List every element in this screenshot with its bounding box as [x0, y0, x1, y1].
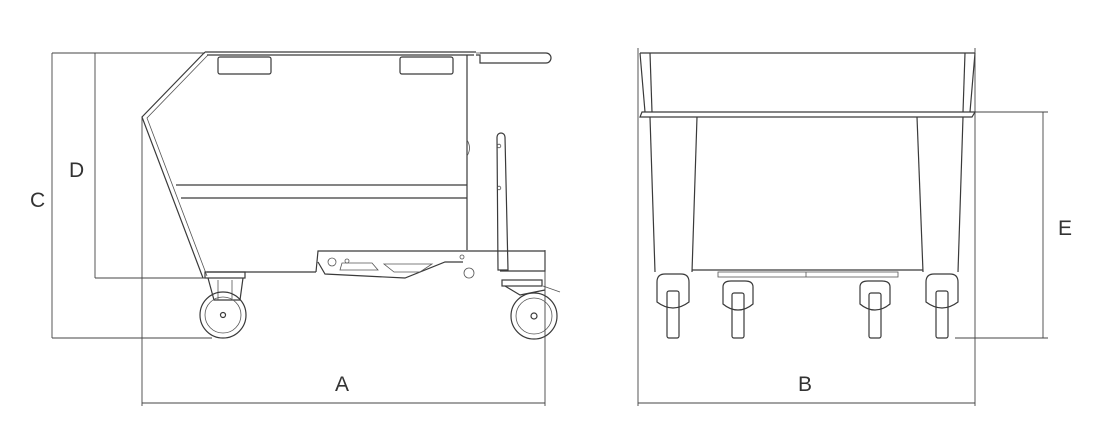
front-bin-top	[639, 52, 977, 118]
front-caster-1	[656, 273, 690, 339]
dimension-label-a: A	[335, 373, 350, 396]
side-windows	[217, 56, 454, 75]
dimension-label-d: D	[69, 159, 85, 182]
front-caster-4	[925, 273, 959, 339]
side-bin-body	[141, 51, 476, 279]
front-bin-body	[649, 116, 964, 278]
push-handle	[476, 52, 552, 64]
dimension-label-b: B	[798, 373, 813, 396]
front-caster-3	[859, 280, 891, 339]
front-caster-2	[722, 280, 754, 339]
front-view	[637, 48, 1048, 406]
side-view	[51, 51, 561, 406]
side-caster-right	[501, 279, 561, 340]
dimension-label-e: E	[1058, 217, 1073, 240]
side-dimension-lines	[51, 52, 546, 406]
tipping-frame	[315, 132, 546, 279]
front-dimension-lines	[637, 48, 1048, 406]
dimension-label-c: C	[30, 189, 46, 212]
side-caster-left	[199, 271, 247, 339]
front-casters	[656, 273, 959, 339]
